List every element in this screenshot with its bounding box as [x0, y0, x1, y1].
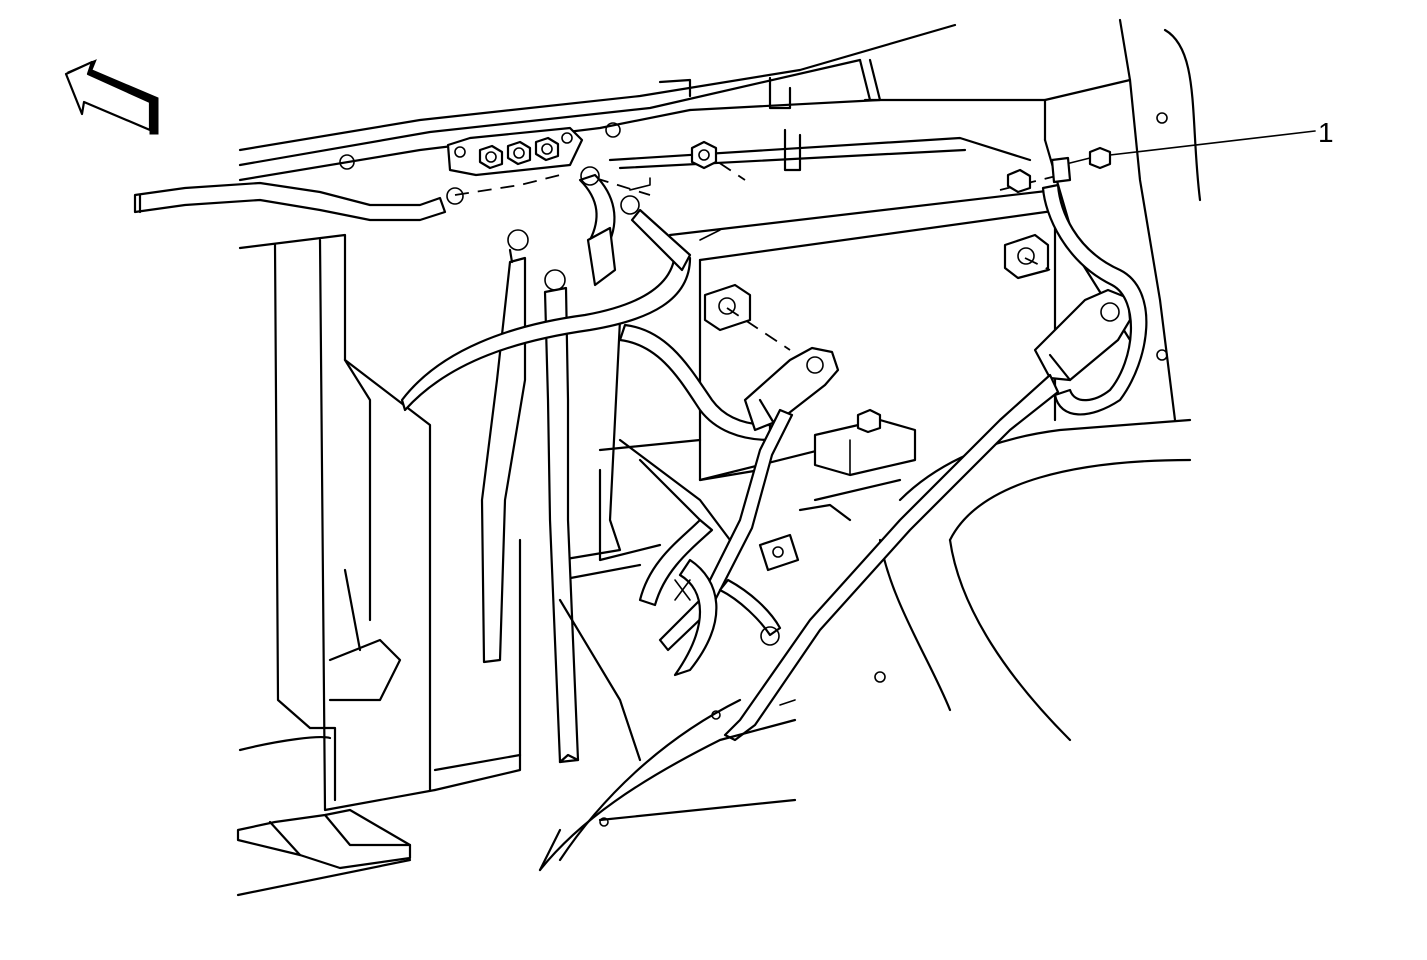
cable-vertical-2 — [543, 269, 580, 764]
upper-body-panel — [238, 23, 1047, 182]
bolt-fastener — [1006, 146, 1112, 194]
lower-inner-panel — [538, 438, 797, 872]
relay-bracket — [798, 408, 917, 522]
forward-arrow-icon — [64, 59, 159, 135]
negative-cable — [618, 323, 840, 442]
stud-nut — [534, 136, 560, 162]
ground-nut — [690, 140, 718, 170]
stud-nut — [506, 140, 532, 166]
hold-down-stud-right — [1003, 233, 1050, 280]
cable-vertical-1 — [480, 229, 529, 664]
radiator-support — [238, 233, 522, 812]
stud-nut — [478, 144, 504, 170]
lower-bracket — [236, 808, 412, 897]
callout-leader-line — [1109, 130, 1316, 156]
wiring-harness — [638, 373, 1060, 742]
callout-label-1: 1 — [1318, 117, 1334, 148]
junction-block — [446, 126, 584, 177]
battery-tray — [558, 136, 1062, 582]
fender-structure — [874, 18, 1202, 742]
cable-over-battery — [400, 166, 692, 412]
battery-cable-left — [133, 181, 464, 222]
